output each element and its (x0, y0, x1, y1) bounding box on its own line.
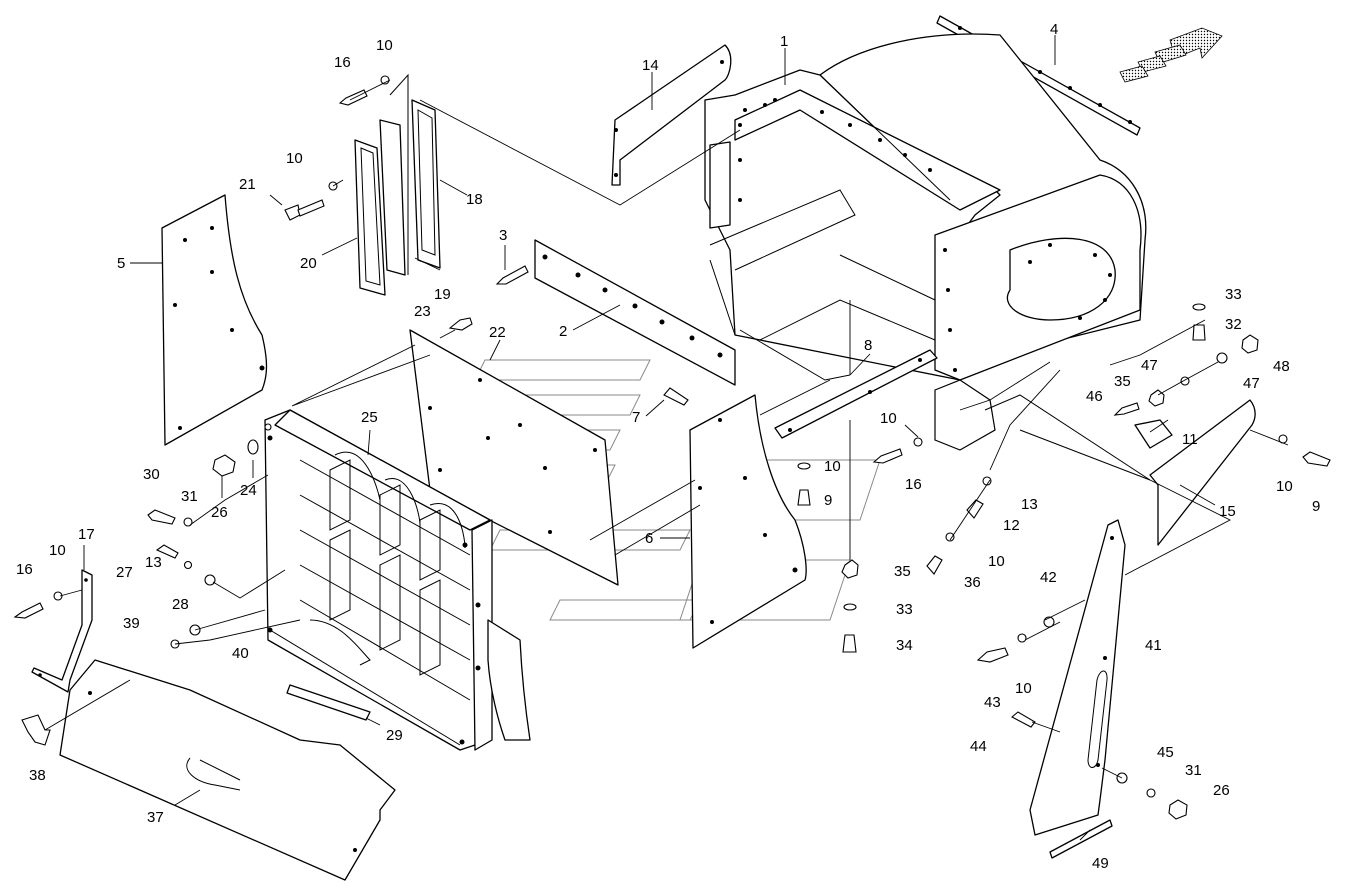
callout-38: 38 (29, 767, 46, 784)
callout-23: 23 (414, 303, 431, 320)
callout-10a: 10 (376, 37, 393, 54)
callout-31b: 31 (1185, 762, 1202, 779)
callout-20: 20 (300, 255, 317, 272)
part-8-bar (774, 349, 938, 439)
callout-10c: 10 (49, 542, 66, 559)
callout-35b: 35 (894, 563, 911, 580)
hardware (13, 75, 1331, 820)
callout-39: 39 (123, 615, 140, 632)
callout-1: 1 (780, 33, 788, 50)
part-18-seal (411, 99, 441, 269)
callout-13b: 13 (145, 554, 162, 571)
callout-26a: 26 (211, 504, 228, 521)
callout-46: 46 (1086, 388, 1103, 405)
part-11-pad (1134, 419, 1173, 449)
callout-5: 5 (117, 255, 125, 272)
callout-22: 22 (489, 324, 506, 341)
callout-4: 4 (1050, 21, 1058, 38)
callout-36: 36 (964, 574, 981, 591)
callout-8: 8 (864, 337, 872, 354)
part-10-plate (389, 73, 409, 275)
callout-16c: 16 (905, 476, 922, 493)
callout-45: 45 (1157, 744, 1174, 761)
callout-31a: 31 (181, 488, 198, 505)
callout-10f: 10 (988, 553, 1005, 570)
callout-35a: 35 (1114, 373, 1131, 390)
callout-21: 21 (239, 176, 256, 193)
callout-16a: 16 (334, 54, 351, 71)
callout-labels: 1 2 3 4 5 6 7 8 9 9 10 10 10 10 10 10 10… (16, 21, 1320, 872)
callout-41: 41 (1145, 637, 1162, 654)
callout-44: 44 (970, 738, 987, 755)
callout-10g: 10 (1276, 478, 1293, 495)
callout-32: 32 (1225, 316, 1242, 333)
callout-2: 2 (559, 323, 567, 340)
part-3-screw (495, 265, 529, 285)
callout-12: 12 (1003, 517, 1020, 534)
leader-lines (44, 35, 1289, 841)
callout-29: 29 (386, 727, 403, 744)
part-14-bracket (611, 44, 732, 186)
callout-26b: 26 (1213, 782, 1230, 799)
callout-33a: 33 (1225, 286, 1242, 303)
callout-14: 14 (642, 57, 659, 74)
part-2-strip (534, 239, 736, 386)
callout-25: 25 (361, 409, 378, 426)
part-29-strip (286, 684, 371, 721)
callout-48: 48 (1273, 358, 1290, 375)
callout-7: 7 (632, 409, 640, 426)
part-17-bracket (31, 569, 93, 693)
callout-33b: 33 (896, 601, 913, 618)
callout-27: 27 (116, 564, 133, 581)
callout-24: 24 (240, 482, 257, 499)
part-19-strip (379, 119, 406, 276)
callout-40: 40 (232, 645, 249, 662)
callout-10h: 10 (1015, 680, 1032, 697)
callout-16b: 16 (16, 561, 33, 578)
callout-10d: 10 (880, 410, 897, 427)
direction-arrow-icon (1119, 27, 1223, 83)
callout-37: 37 (147, 809, 164, 826)
part-25-grille (264, 409, 531, 751)
callout-18: 18 (466, 191, 483, 208)
part-1-housing (704, 33, 1147, 451)
part-15-plate (984, 394, 1256, 546)
callout-49: 49 (1092, 855, 1109, 872)
part-41-side-plate (1029, 519, 1126, 836)
callout-10e: 10 (824, 458, 841, 475)
part-38-latch (21, 714, 51, 746)
callout-47b: 47 (1243, 375, 1260, 392)
part-20-seal (354, 139, 386, 296)
callout-13a: 13 (1021, 496, 1038, 513)
callout-28: 28 (172, 596, 189, 613)
callout-10b: 10 (286, 150, 303, 167)
callout-17: 17 (78, 526, 95, 543)
part-6-plate (689, 394, 807, 649)
callout-34: 34 (896, 637, 913, 654)
callout-47a: 47 (1141, 357, 1158, 374)
part-37-cover (59, 659, 396, 881)
callout-3: 3 (499, 227, 507, 244)
callout-19: 19 (434, 286, 451, 303)
callout-30: 30 (143, 466, 160, 483)
callout-9b: 9 (1312, 498, 1320, 515)
callout-15: 15 (1219, 503, 1236, 520)
callout-9a: 9 (824, 492, 832, 509)
callout-42: 42 (1040, 569, 1057, 586)
callout-6: 6 (645, 530, 653, 547)
part-5-plate (161, 194, 268, 446)
callout-43: 43 (984, 694, 1001, 711)
callout-11: 11 (1182, 431, 1198, 448)
part-22-plate (409, 329, 619, 586)
